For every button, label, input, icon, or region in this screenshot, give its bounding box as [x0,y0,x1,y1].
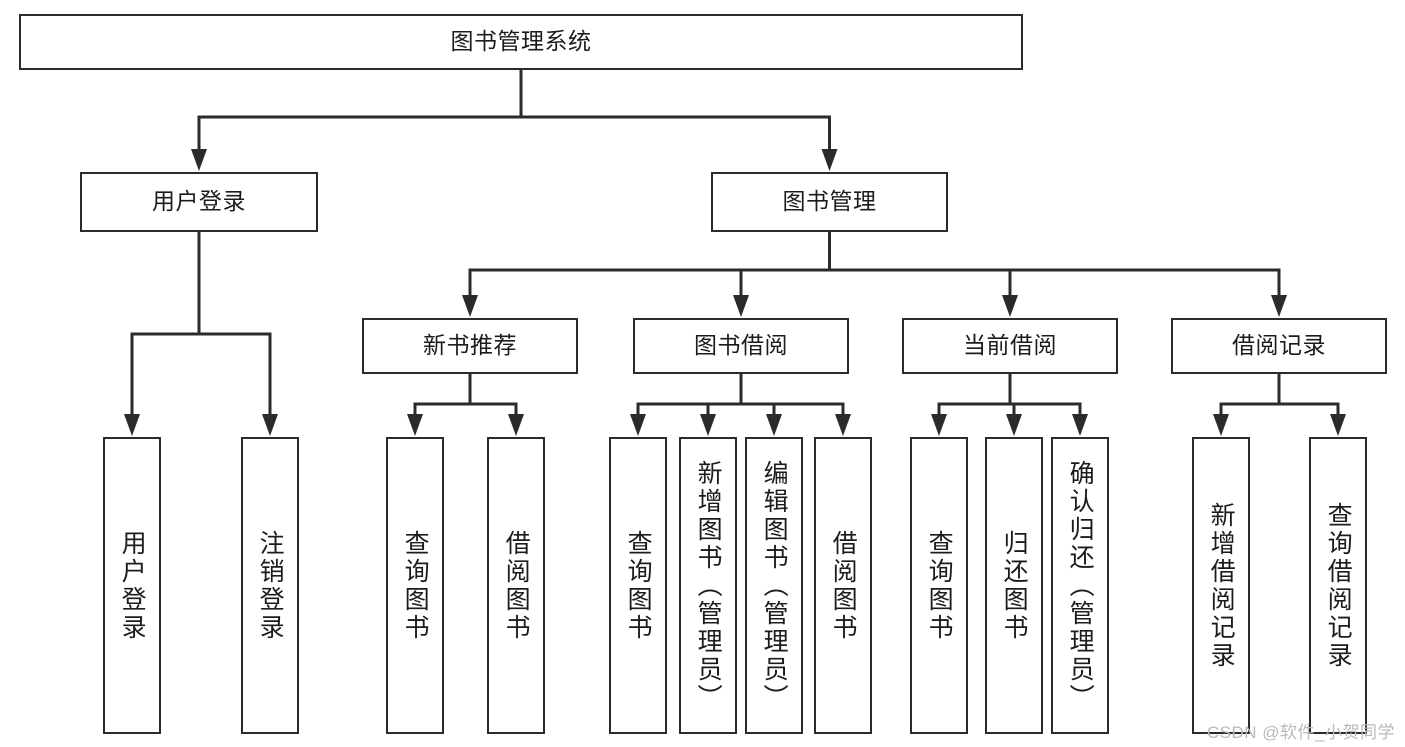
node-leaf-return[interactable]: 归还图书 [985,437,1043,734]
watermark-text: CSDN @软件_小贺同学 [1206,723,1395,742]
arrowhead-book-manage-to-book-borrow [733,295,749,317]
arrowhead-current-borrow-to-leaf-query-3 [931,414,947,436]
node-leaf-logout[interactable]: 注销登录 [241,437,299,734]
node-label-leaf-logout: 注销登录 [256,529,285,642]
node-leaf-user-login[interactable]: 用户登录 [103,437,161,734]
arrowhead-borrow-record-to-leaf-query-rec [1330,414,1346,436]
node-label-book-borrow: 图书借阅 [694,332,788,359]
node-user-login[interactable]: 用户登录 [80,172,318,232]
node-leaf-query-2[interactable]: 查询图书 [609,437,667,734]
arrowhead-current-borrow-to-leaf-confirm [1072,414,1088,436]
arrowhead-new-book-rec-to-leaf-query-1 [407,414,423,436]
node-label-book-manage: 图书管理 [782,188,877,215]
node-label-leaf-edit-book: 编辑图书（管理员） [760,459,789,712]
arrowhead-root-to-book-manage [821,149,838,171]
node-leaf-edit-book[interactable]: 编辑图书（管理员） [745,437,803,734]
node-leaf-add-book[interactable]: 新增图书（管理员） [679,437,737,734]
node-leaf-add-rec[interactable]: 新增借阅记录 [1192,437,1250,734]
node-label-current-borrow: 当前借阅 [963,332,1057,359]
arrowhead-user-login-to-leaf-user-login [124,414,140,436]
node-borrow-record[interactable]: 借阅记录 [1171,318,1387,374]
node-label-leaf-confirm: 确认归还（管理员） [1066,459,1095,712]
node-root[interactable]: 图书管理系统 [19,14,1023,70]
arrowhead-user-login-to-leaf-logout [262,414,278,436]
arrowhead-book-borrow-to-leaf-query-2 [630,414,646,436]
arrowhead-current-borrow-to-leaf-return [1006,414,1022,436]
node-leaf-query-1[interactable]: 查询图书 [386,437,444,734]
node-leaf-borrow-1[interactable]: 借阅图书 [487,437,545,734]
node-leaf-confirm[interactable]: 确认归还（管理员） [1051,437,1109,734]
node-label-leaf-borrow-1: 借阅图书 [502,529,531,642]
node-label-leaf-borrow-2: 借阅图书 [829,529,858,642]
node-leaf-query-3[interactable]: 查询图书 [910,437,968,734]
node-label-borrow-record: 借阅记录 [1232,332,1326,359]
node-leaf-query-rec[interactable]: 查询借阅记录 [1309,437,1367,734]
node-new-book-rec[interactable]: 新书推荐 [362,318,578,374]
node-label-new-book-rec: 新书推荐 [423,332,517,359]
node-label-leaf-add-rec: 新增借阅记录 [1207,501,1236,670]
node-label-leaf-add-book: 新增图书（管理员） [694,459,723,712]
node-label-leaf-query-1: 查询图书 [401,529,430,642]
arrowhead-new-book-rec-to-leaf-borrow-1 [508,414,524,436]
arrowhead-book-manage-to-borrow-record [1271,295,1287,317]
node-label-leaf-user-login: 用户登录 [118,529,147,642]
node-label-leaf-query-rec: 查询借阅记录 [1324,501,1353,670]
node-current-borrow[interactable]: 当前借阅 [902,318,1118,374]
node-label-root: 图书管理系统 [450,28,592,55]
node-label-user-login: 用户登录 [152,188,246,215]
node-label-leaf-query-3: 查询图书 [925,529,954,642]
node-label-leaf-query-2: 查询图书 [624,529,653,642]
node-label-leaf-return: 归还图书 [1000,529,1029,642]
node-book-manage[interactable]: 图书管理 [711,172,948,232]
arrowhead-book-borrow-to-leaf-edit-book [766,414,782,436]
node-leaf-borrow-2[interactable]: 借阅图书 [814,437,872,734]
arrowhead-borrow-record-to-leaf-add-rec [1213,414,1229,436]
node-book-borrow[interactable]: 图书借阅 [633,318,849,374]
arrowhead-book-borrow-to-leaf-add-book [700,414,716,436]
arrowhead-root-to-user-login [191,149,207,171]
arrowhead-book-manage-to-current-borrow [1002,295,1018,317]
arrowhead-book-borrow-to-leaf-borrow-2 [835,414,851,436]
arrowhead-book-manage-to-new-book-rec [462,295,478,317]
